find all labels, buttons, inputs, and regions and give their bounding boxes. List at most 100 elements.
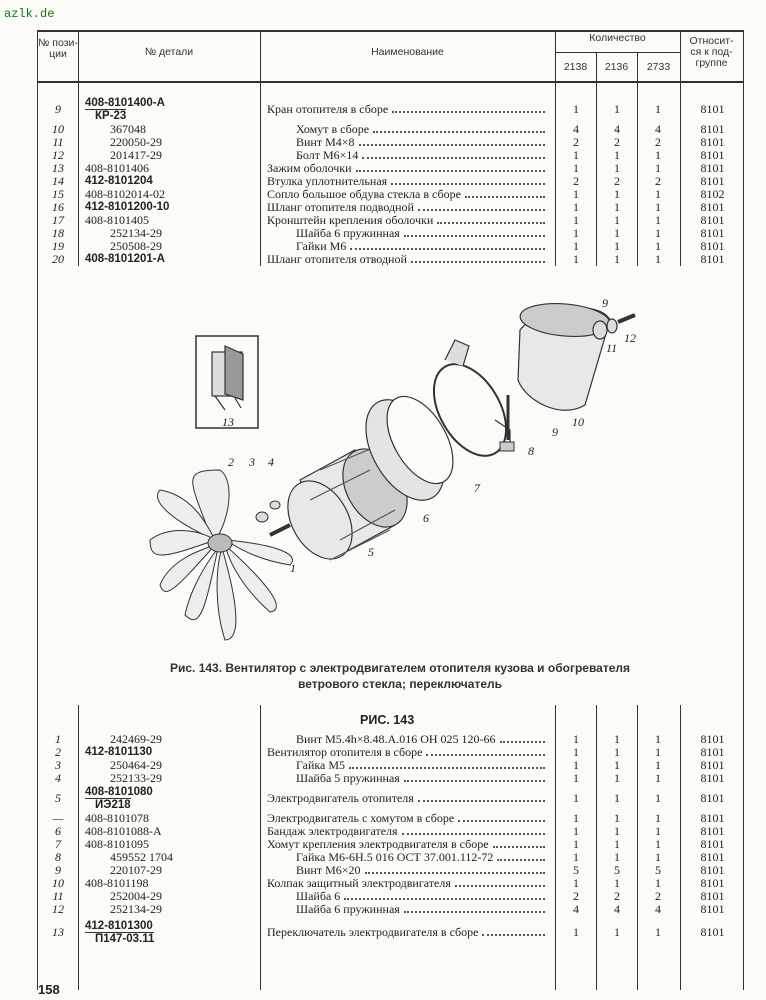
quantity-2733: 1 bbox=[655, 239, 661, 253]
quantity-2733: 1 bbox=[655, 102, 661, 116]
quantity-2136: 1 bbox=[614, 239, 620, 253]
header-position: № пози- ции bbox=[38, 37, 78, 60]
part-name: Шланг отопителя отводной bbox=[267, 253, 547, 266]
part-name-text: Гайка М6-6Н.5 016 ОСТ 37.001.112-72 bbox=[296, 850, 494, 864]
quantity-2733: 1 bbox=[655, 732, 661, 746]
fan-impeller bbox=[149, 469, 293, 641]
part-number: 408-8101198 bbox=[85, 876, 149, 890]
part-name: Кран отопителя в сборе bbox=[267, 103, 547, 116]
part-name: Бандаж электродвигателя bbox=[267, 825, 547, 838]
quantity-2138: 1 bbox=[573, 161, 579, 175]
position-number: 3 bbox=[55, 758, 61, 772]
part-name-text: Шайба 5 пружинная bbox=[296, 771, 400, 785]
subgroup: 8101 bbox=[700, 148, 725, 162]
subgroup: 8101 bbox=[700, 200, 725, 214]
part-number: 220050-29 bbox=[110, 135, 162, 149]
callout-12: 12 bbox=[624, 331, 636, 345]
part-name: Колпак защитный электродвигателя bbox=[267, 877, 547, 890]
dot-leader bbox=[492, 838, 545, 848]
quantity-2733: 5 bbox=[655, 863, 661, 877]
header-model-2136: 2136 bbox=[604, 61, 629, 73]
subgroup: 8101 bbox=[700, 811, 725, 825]
dot-leader bbox=[355, 162, 545, 172]
quantity-2733: 1 bbox=[655, 758, 661, 772]
part-number: 408-8101406 bbox=[85, 161, 149, 175]
quantity-2136: 1 bbox=[614, 148, 620, 162]
part-name: Шланг отопителя подводной bbox=[267, 201, 547, 214]
part-number-alt: КР-23 bbox=[85, 109, 127, 122]
switch-inset bbox=[195, 335, 259, 429]
quantity-2733: 2 bbox=[655, 889, 661, 903]
quantity-2138: 1 bbox=[573, 213, 579, 227]
quantity-2733: 1 bbox=[655, 771, 661, 785]
subgroup: 8101 bbox=[700, 824, 725, 838]
dot-leader bbox=[499, 733, 545, 743]
header-group: Относит- ся к под- группе bbox=[689, 35, 734, 69]
position-number: 7 bbox=[55, 837, 61, 851]
part-number: 220107-29 bbox=[110, 863, 162, 877]
position-number: — bbox=[52, 811, 64, 825]
column-divider bbox=[596, 705, 597, 990]
part-name: Шайба 5 пружинная bbox=[296, 772, 547, 785]
callout-1: 1 bbox=[290, 561, 296, 575]
motor-band bbox=[365, 395, 454, 501]
dot-leader bbox=[482, 926, 545, 936]
part-name-text: Гайка М5 bbox=[296, 758, 346, 772]
column-divider bbox=[637, 705, 638, 990]
quantity-2138: 1 bbox=[573, 811, 579, 825]
callout-9: 9 bbox=[552, 425, 558, 439]
part-name-text: Переключатель электродвигателя в сборе bbox=[267, 925, 479, 939]
subgroup: 8101 bbox=[700, 771, 725, 785]
dot-leader bbox=[454, 877, 545, 887]
quantity-2733: 1 bbox=[655, 850, 661, 864]
part-number: 412-8101200-10 bbox=[85, 201, 170, 213]
part-number: 408-8101095 bbox=[85, 837, 149, 851]
part-name-text: Шланг отопителя отводной bbox=[267, 252, 407, 266]
quantity-2136: 1 bbox=[614, 732, 620, 746]
subgroup: 8101 bbox=[700, 252, 725, 266]
dot-leader bbox=[403, 227, 545, 237]
position-number: 10 bbox=[52, 122, 64, 136]
quantity-2136: 4 bbox=[614, 122, 620, 136]
column-divider bbox=[555, 705, 556, 990]
callout-5: 5 bbox=[368, 545, 374, 559]
part-number: 412-8101204 bbox=[85, 175, 153, 187]
part-name: Зажим оболочки bbox=[267, 162, 547, 175]
column-divider bbox=[555, 30, 556, 266]
callout-11: 11 bbox=[606, 341, 617, 355]
position-number: 1 bbox=[55, 732, 61, 746]
subgroup: 8101 bbox=[700, 902, 725, 916]
quantity-2733: 1 bbox=[655, 252, 661, 266]
dot-leader bbox=[373, 123, 545, 133]
column-divider bbox=[260, 705, 261, 990]
part-name-text: Электродвигатель отопителя bbox=[267, 791, 414, 805]
dot-leader bbox=[458, 812, 545, 822]
quantity-2138: 4 bbox=[573, 902, 579, 916]
quantity-2138: 4 bbox=[573, 122, 579, 136]
part-name: Электродвигатель отопителя bbox=[267, 792, 547, 805]
part-name: Хомут в сборе bbox=[296, 123, 547, 136]
part-name: Винт М5.4h×8.48.А.016 ОН 025 120-66 bbox=[296, 733, 547, 746]
column-divider bbox=[680, 30, 681, 266]
quantity-2136: 1 bbox=[614, 811, 620, 825]
quantity-2733: 1 bbox=[655, 791, 661, 805]
quantity-2733: 1 bbox=[655, 161, 661, 175]
quantity-2138: 1 bbox=[573, 791, 579, 805]
quantity-2138: 1 bbox=[573, 876, 579, 890]
subgroup: 8101 bbox=[700, 850, 725, 864]
part-name: Сопло большое обдува стекла в сборе bbox=[267, 188, 547, 201]
part-number: 408-8101405 bbox=[85, 213, 149, 227]
quantity-2136: 1 bbox=[614, 758, 620, 772]
position-number: 9 bbox=[55, 863, 61, 877]
electric-motor bbox=[269, 444, 408, 561]
page-number: 158 bbox=[38, 982, 60, 997]
position-number: 14 bbox=[52, 174, 64, 188]
